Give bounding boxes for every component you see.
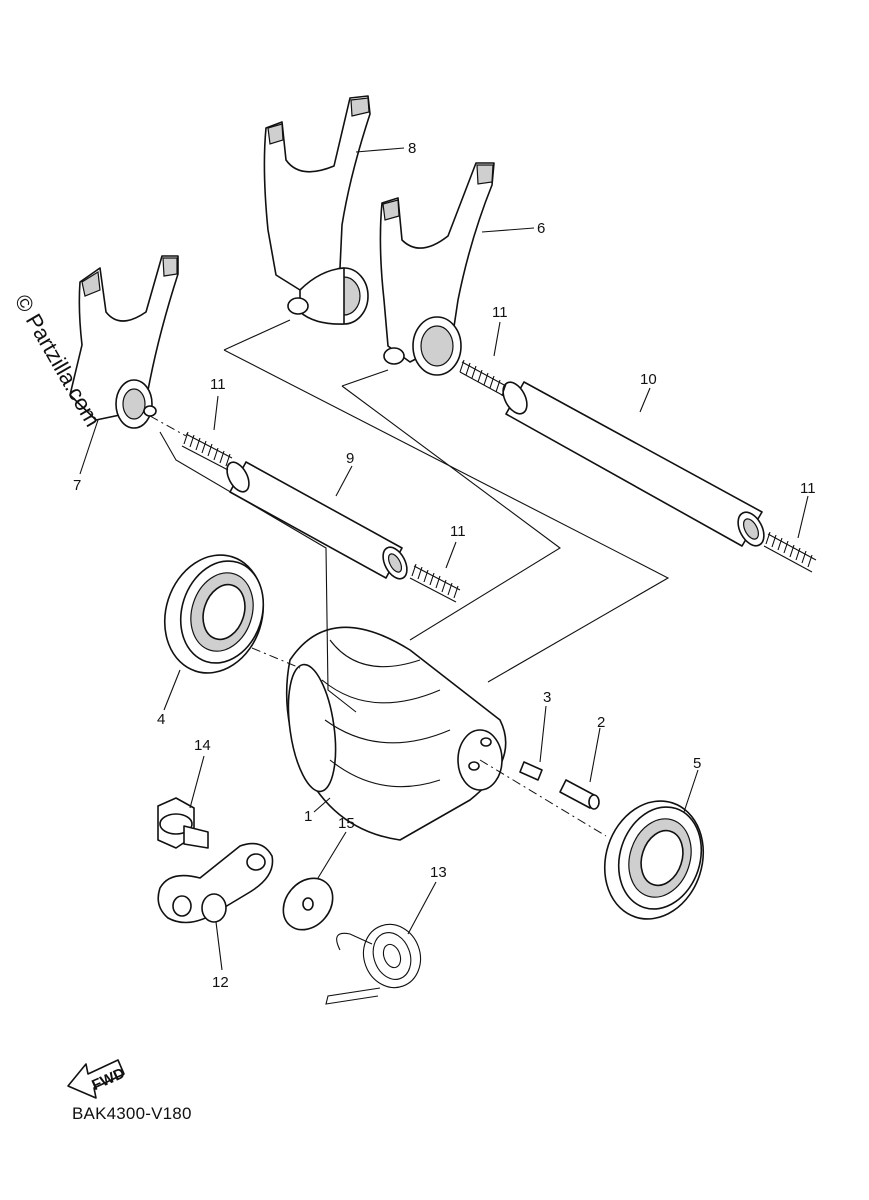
stopper-lever-12 bbox=[157, 842, 274, 924]
washer-15 bbox=[282, 877, 334, 931]
callout-11-a: 11 bbox=[210, 376, 226, 393]
fwd-arrow-icon: FWD bbox=[67, 1059, 128, 1099]
callout-13: 13 bbox=[430, 864, 447, 881]
pin-2 bbox=[559, 779, 600, 810]
callout-11-d: 11 bbox=[800, 480, 816, 497]
guide-bar-9 bbox=[226, 461, 408, 580]
callout-4: 4 bbox=[157, 711, 165, 728]
spring-11-upper bbox=[459, 359, 507, 397]
callout-5: 5 bbox=[693, 755, 701, 772]
diagram-code: BAK4300-V180 bbox=[72, 1104, 192, 1123]
bearing-5 bbox=[603, 800, 705, 920]
guide-bar-10 bbox=[502, 381, 765, 547]
bearing-4 bbox=[163, 554, 265, 674]
leader-lines bbox=[79, 147, 809, 971]
shift-fork-8 bbox=[263, 95, 371, 325]
shift-drum-1 bbox=[285, 626, 507, 841]
fwd-label: FWD bbox=[89, 1065, 127, 1094]
callout-2: 2 bbox=[597, 714, 605, 731]
shift-fork-6 bbox=[379, 162, 495, 376]
callout-1: 1 bbox=[304, 808, 312, 825]
callout-7: 7 bbox=[73, 477, 81, 494]
spring-11-left bbox=[181, 431, 233, 471]
callout-15: 15 bbox=[338, 815, 355, 832]
shift-fork-7 bbox=[69, 255, 179, 429]
callout-12: 12 bbox=[212, 974, 229, 991]
callout-6: 6 bbox=[537, 220, 545, 237]
callout-11-c: 11 bbox=[450, 523, 466, 540]
pin-3 bbox=[519, 761, 543, 781]
spring-11-middle bbox=[409, 563, 461, 603]
callout-11-b: 11 bbox=[492, 304, 508, 321]
callout-9: 9 bbox=[346, 450, 354, 467]
callout-3: 3 bbox=[543, 689, 551, 706]
callout-10: 10 bbox=[640, 371, 657, 388]
assembly-lines bbox=[149, 319, 670, 837]
callout-8: 8 bbox=[408, 140, 416, 157]
spring-11-right bbox=[763, 531, 817, 573]
callout-labels: 1 2 3 4 5 6 7 8 9 10 11 11 11 11 12 13 1… bbox=[73, 140, 816, 991]
callout-14: 14 bbox=[194, 737, 211, 754]
bolt-14 bbox=[157, 797, 209, 849]
torsion-spring-13 bbox=[325, 923, 422, 1005]
